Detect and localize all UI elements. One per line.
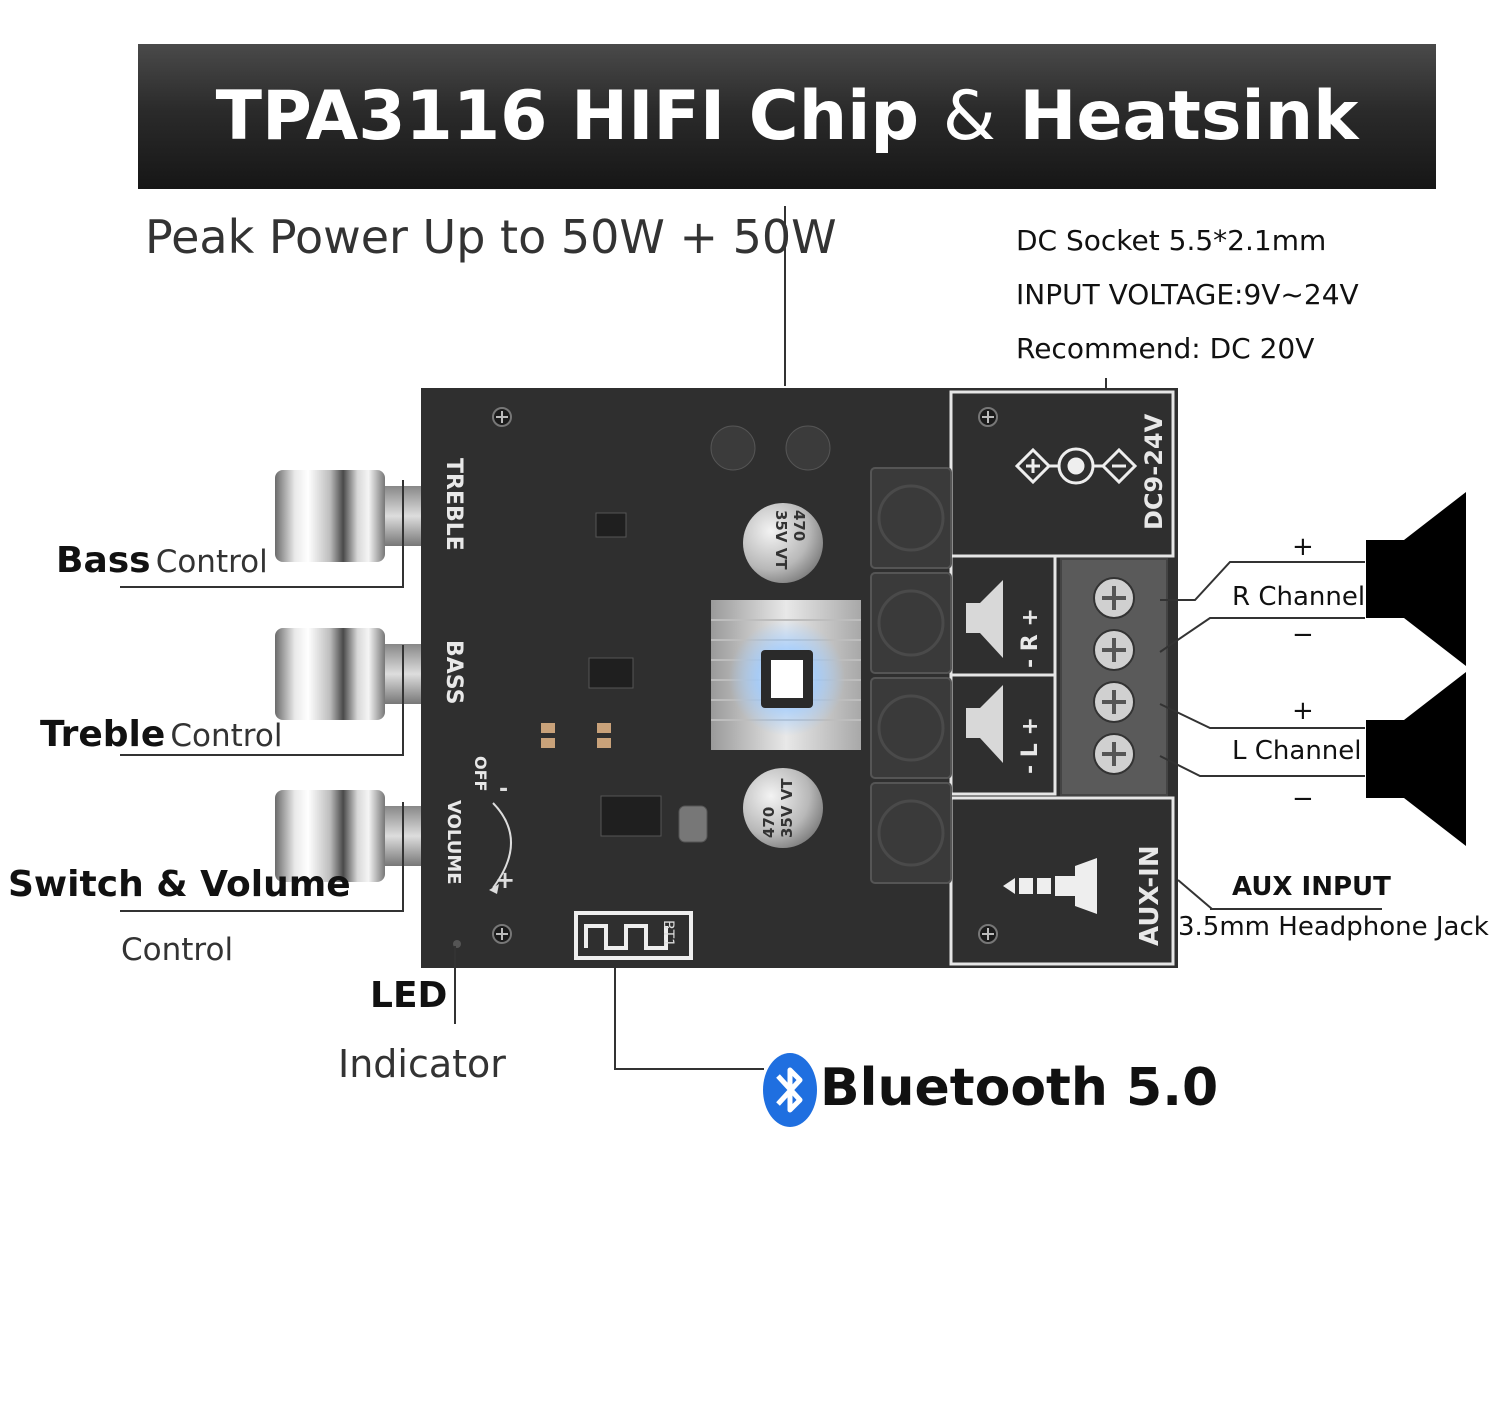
- terminal-screws: [1093, 577, 1135, 775]
- aux-jack-label: 3.5mm Headphone Jack: [1178, 912, 1489, 942]
- board-label-volume: VOLUME: [443, 800, 464, 885]
- treble-thin: Control: [170, 718, 283, 754]
- speaker-icon: [966, 580, 1003, 763]
- bass-bold: Bass: [56, 540, 151, 581]
- r-minus: −: [1292, 620, 1314, 650]
- aux-leader: [1210, 908, 1382, 910]
- banner-title: TPA3116 HIFI Chip & Heatsink: [138, 44, 1436, 189]
- input-voltage-spec: INPUT VOLTAGE:9V~24V: [1016, 278, 1359, 311]
- banner-title-main: TPA3116 HIFI Chip: [215, 77, 920, 156]
- l-channel-label: L Channel: [1232, 736, 1362, 766]
- l-plus: +: [1292, 696, 1314, 726]
- board-label-bass: BASS: [441, 640, 466, 705]
- led-label: LED: [370, 975, 448, 1016]
- recommend-spec: Recommend: DC 20V: [1016, 332, 1315, 365]
- bass-knob[interactable]: [275, 470, 385, 562]
- capacitor-bottom: [743, 768, 823, 848]
- board-label-treble: TREBLE: [441, 458, 466, 551]
- treble-control-label: Treble Control: [40, 714, 282, 755]
- board-label-l: - L +: [1018, 717, 1043, 774]
- dc-socket-spec: DC Socket 5.5*2.1mm: [1016, 224, 1327, 257]
- board-label-aux: AUX-IN: [1135, 845, 1165, 946]
- svg-text:-: -: [499, 777, 508, 802]
- speaker-leaders: [1159, 561, 1365, 777]
- board-label-r: - R +: [1018, 608, 1043, 668]
- bass-control-label: Bass Control: [56, 540, 268, 581]
- treble-bold: Treble: [40, 714, 166, 755]
- bt-component-label: BT1: [660, 920, 676, 948]
- bt-leader-v: [614, 968, 616, 1069]
- r-channel-label: R Channel: [1232, 582, 1366, 612]
- bluetooth-icon: [763, 1053, 817, 1127]
- volume-leader: [120, 910, 404, 912]
- bass-leader: [120, 586, 404, 588]
- aux-input-label: AUX INPUT: [1232, 872, 1391, 902]
- speaker-icons: [1366, 492, 1466, 846]
- capacitor-bottom-label: 470 35V VT: [760, 778, 796, 838]
- volume-control-label: Switch & Volume: [8, 864, 351, 905]
- speaker-icon: [1366, 672, 1466, 846]
- bass-thin: Control: [155, 544, 268, 580]
- bt-antenna: [574, 911, 693, 960]
- treble-leader-v: [402, 645, 404, 755]
- board-label-off: OFF: [471, 756, 490, 792]
- treble-leader: [120, 754, 404, 756]
- bass-leader-v: [402, 480, 404, 587]
- dc-polarity-icon: [1014, 447, 1138, 485]
- volume-leader-v: [402, 802, 404, 911]
- speaker-icon: [1366, 492, 1466, 666]
- led-leader: [454, 946, 456, 1024]
- svg-text:+: +: [495, 866, 515, 894]
- capacitor-top-label: 470 35V VT: [772, 510, 808, 570]
- aux-leader-diag: [1177, 879, 1213, 910]
- board-label-dc: DC9-24V: [1140, 413, 1168, 530]
- volume-knob[interactable]: [275, 790, 385, 882]
- banner-ampersand: &: [942, 77, 996, 156]
- r-plus: +: [1292, 532, 1314, 562]
- dc-spec-leader: [1105, 378, 1107, 390]
- title-banner: TPA3116 HIFI Chip & Heatsink: [138, 44, 1436, 189]
- banner-title-end: Heatsink: [1019, 77, 1359, 156]
- volume-arc: [492, 802, 512, 889]
- treble-knob[interactable]: [275, 628, 385, 720]
- capacitor-top: [743, 503, 823, 583]
- l-minus: −: [1292, 784, 1314, 814]
- peak-power-leader: [784, 206, 786, 386]
- board-graphics: - +: [453, 390, 1175, 966]
- led-indicator-label: Indicator: [338, 1042, 506, 1086]
- peak-power-text: Peak Power Up to 50W + 50W: [145, 210, 837, 264]
- bluetooth-label: Bluetooth 5.0: [820, 1058, 1219, 1118]
- bt-leader-h: [614, 1068, 764, 1070]
- volume-control-thin: Control: [121, 932, 234, 968]
- audio-jack-icon: [1003, 858, 1097, 914]
